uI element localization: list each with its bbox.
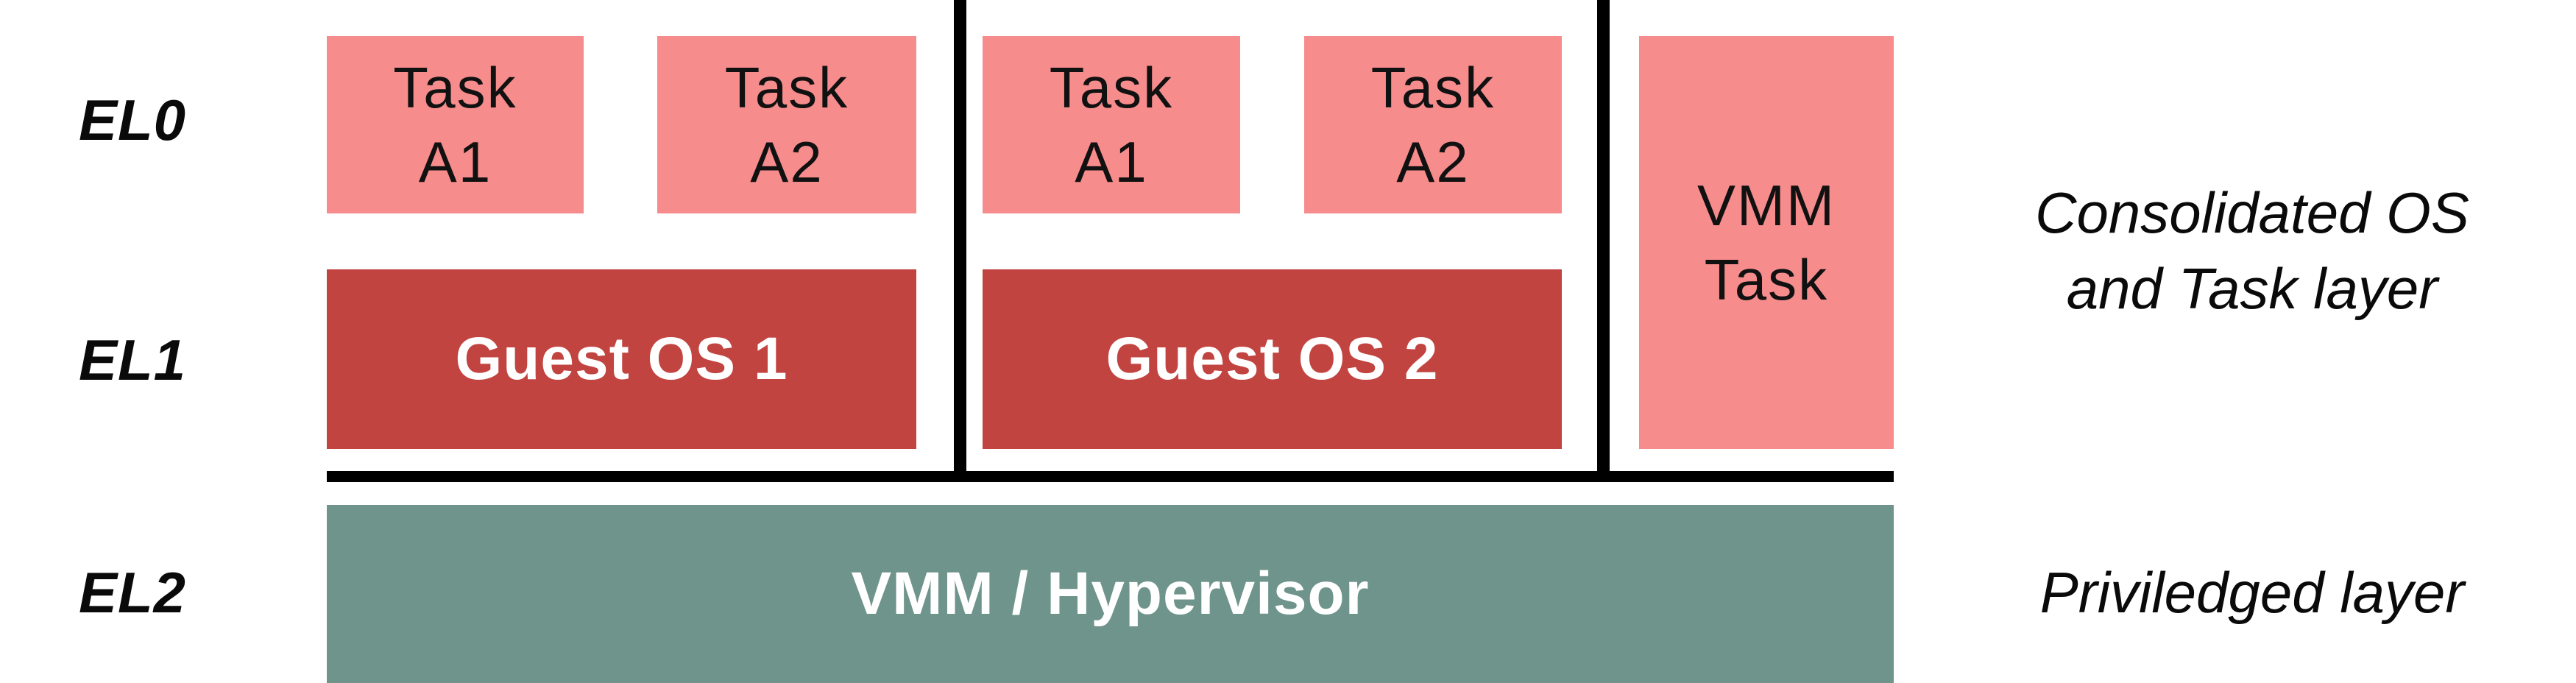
- vmm-task-box: VMM Task: [1639, 36, 1894, 449]
- vm2-task-a1-box: Task A1: [983, 36, 1240, 213]
- privileged-layer-annotation: Priviledged layer: [1928, 555, 2576, 631]
- el2-label: EL2: [78, 560, 187, 625]
- task-label-line: Task: [1049, 54, 1174, 120]
- guest-os-1-box: Guest OS 1: [327, 269, 916, 449]
- privileged-annotation-line: Priviledged layer: [2039, 560, 2465, 625]
- vm-divider-2: [1597, 0, 1610, 478]
- guest-os-2-box: Guest OS 2: [983, 269, 1562, 449]
- vm-divider-1: [954, 0, 966, 478]
- task-label-line: A2: [1396, 129, 1470, 194]
- task-label-line: Task: [724, 54, 849, 120]
- vm1-task-a2-box: Task A2: [657, 36, 916, 213]
- consolidated-annotation-line-2: and Task layer: [2066, 256, 2438, 321]
- layer-separator-line: [327, 471, 1894, 482]
- el1-label: EL1: [78, 328, 187, 392]
- hypervisor-label: VMM / Hypervisor: [851, 560, 1370, 627]
- task-label-line: A2: [750, 129, 824, 194]
- el0-label: EL0: [78, 88, 187, 152]
- task-label-line: A1: [1075, 129, 1148, 194]
- vm2-task-a2-box: Task A2: [1304, 36, 1562, 213]
- consolidated-layer-annotation: Consolidated OS and Task layer: [1928, 175, 2576, 327]
- task-label-line: A1: [418, 129, 492, 194]
- hypervisor-box: VMM / Hypervisor: [327, 505, 1894, 683]
- guest-os-2-label: Guest OS 2: [1105, 325, 1439, 392]
- guest-os-1-label: Guest OS 1: [455, 325, 788, 392]
- vm1-task-a1-box: Task A1: [327, 36, 584, 213]
- task-label-line: Task: [393, 54, 517, 120]
- vmm-task-label-line: VMM: [1697, 172, 1836, 238]
- task-label-line: Task: [1370, 54, 1496, 120]
- vmm-task-label-line: Task: [1704, 247, 1829, 312]
- consolidated-annotation-line-1: Consolidated OS: [2035, 180, 2469, 245]
